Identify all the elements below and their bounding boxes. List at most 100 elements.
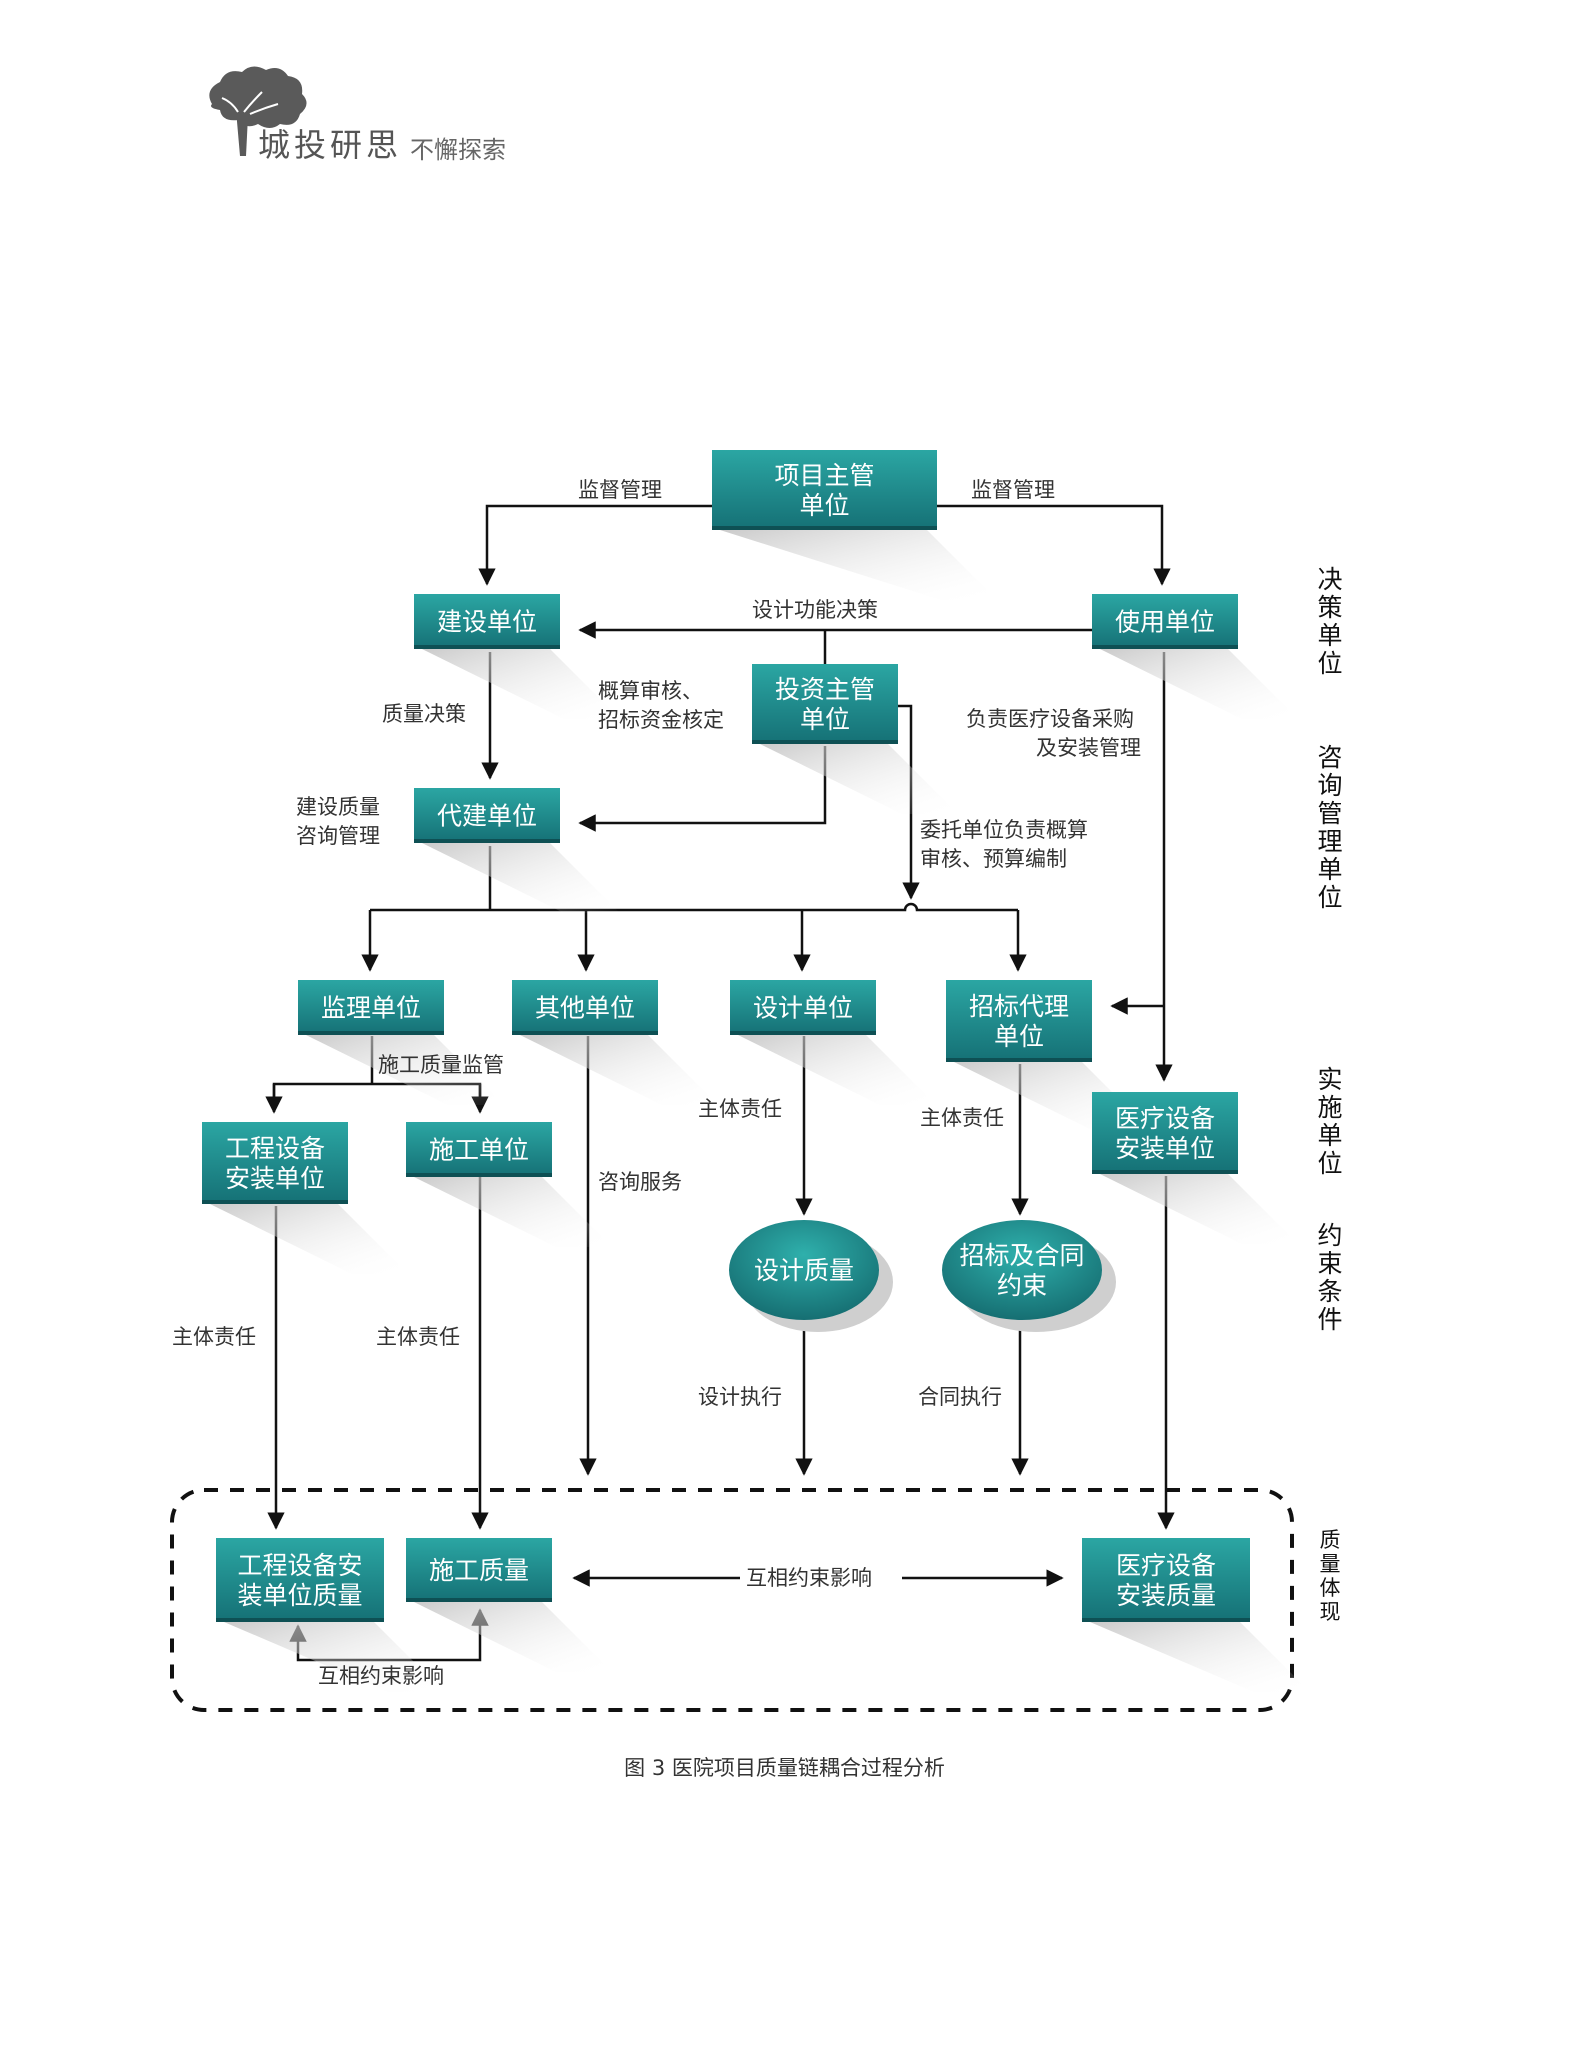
edge-authority-to-user [937,504,1171,586]
node-label: 单位 [800,705,850,734]
node-label: 其他单位 [535,994,635,1023]
node-shadow [760,744,958,814]
edge-investment-entrust [897,704,920,900]
node-supervision-unit: 监理单位 [298,980,504,1105]
node-base [752,740,898,744]
node-label: 工程设备安 [237,1551,362,1580]
node-label: 单位 [994,1022,1044,1051]
label-main-resp-equipment: 主体责任 [172,1325,256,1349]
brand-slogan: 不懈探索 [410,136,506,164]
node-label: 招标及合同 [959,1241,1084,1270]
node-box [946,980,1092,1062]
label-mutual-right: 互相约束影响 [746,1566,872,1590]
node-label: 安装单位 [1115,1134,1215,1163]
edge-agent-bus [370,902,1018,912]
node-box [202,1122,348,1204]
node-label: 施工单位 [429,1136,529,1165]
side-label-decision: 决策单位 [1317,565,1343,678]
edge-authority-to-construction [478,504,712,586]
node-box [730,980,876,1035]
side-label-quality: 质量体现 [1319,1528,1341,1624]
node-shadow [720,530,997,600]
node-label: 医疗设备 [1115,1104,1215,1133]
node-base [1092,645,1238,649]
node-base [1092,1170,1238,1174]
node-label: 监理单位 [321,994,421,1023]
node-label: 约束 [997,1271,1047,1300]
label-main-resp-design: 主体责任 [698,1097,782,1121]
node-box [298,980,444,1035]
node-box [512,980,658,1035]
node-base [298,1031,444,1035]
node-shadow [306,1035,504,1105]
node-label: 单位 [799,491,849,520]
node-shadow [1090,1622,1310,1692]
node-base [406,1173,552,1177]
label-entrusted-1: 委托单位负责概算 [920,818,1088,842]
node-box [406,1122,552,1177]
node-user-unit: 使用单位 [1092,594,1298,719]
node-label: 设计单位 [753,994,853,1023]
node-base [512,1031,658,1035]
node-box [414,788,560,843]
node-base [406,1598,552,1602]
node-box [752,664,898,744]
node-label: 使用单位 [1115,608,1215,637]
node-base [712,526,937,530]
node-shadow [1100,1174,1298,1244]
node-label: 安装单位 [225,1164,325,1193]
node-box [712,450,937,530]
label-supervise-right: 监督管理 [971,478,1055,502]
node-construction-contractor: 施工单位 [406,1122,612,1247]
side-label-implementation: 实施单位 [1317,1065,1343,1178]
node-ellipse [942,1220,1102,1320]
node-base [216,1618,384,1622]
label-quality-decision: 质量决策 [382,702,466,726]
node-label: 投资主管 [775,675,875,704]
node-shadow [414,1602,612,1672]
node-label: 安装质量 [1116,1581,1216,1610]
node-shadow [224,1622,444,1692]
node-shadow [422,843,620,913]
node-shadow [422,649,620,719]
brand-name: 城投研思 [258,126,403,164]
side-label-constraints: 约束条件 [1317,1221,1343,1334]
figure-caption: 图 3 医院项目质量链耦合过程分析 [624,1756,945,1780]
node-label: 代建单位 [437,802,537,831]
node-box [1092,1092,1238,1174]
node-base [730,1031,876,1035]
side-label-consulting: 咨询管理单位 [1317,743,1343,912]
node-label: 装单位质量 [237,1581,362,1610]
node-label: 设计质量 [754,1256,854,1285]
node-design-quality: 设计质量 [729,1220,893,1332]
label-contract-execution: 合同执行 [918,1385,1002,1409]
node-design-unit: 设计单位 [730,980,936,1105]
node-construction-quality: 施工质量 [406,1538,612,1672]
node-label: 施工质量 [429,1556,529,1585]
node-box [1092,594,1238,649]
node-base [946,1058,1092,1062]
node-box [1082,1538,1250,1622]
node-base [1082,1618,1250,1622]
label-budget-review-1: 概算审核、 [598,679,703,703]
node-shadow [210,1204,408,1274]
node-box [414,594,560,649]
node-construction-unit: 建设单位 [414,594,620,719]
label-entrusted-2: 审核、预算编制 [920,847,1067,871]
label-consulting: 咨询服务 [598,1170,682,1194]
node-shadow [1100,649,1298,719]
node-shadow [738,1035,936,1105]
label-medical-proc-2: 及安装管理 [1036,736,1141,760]
node-box [216,1538,384,1622]
label-cq-supervision: 施工质量监管 [378,1053,504,1077]
node-base [202,1200,348,1204]
node-label: 工程设备 [225,1134,325,1163]
nodes: 项目主管单位建设单位使用单位投资主管单位代建单位监理单位其他单位设计单位招标代理… [202,450,1310,1692]
